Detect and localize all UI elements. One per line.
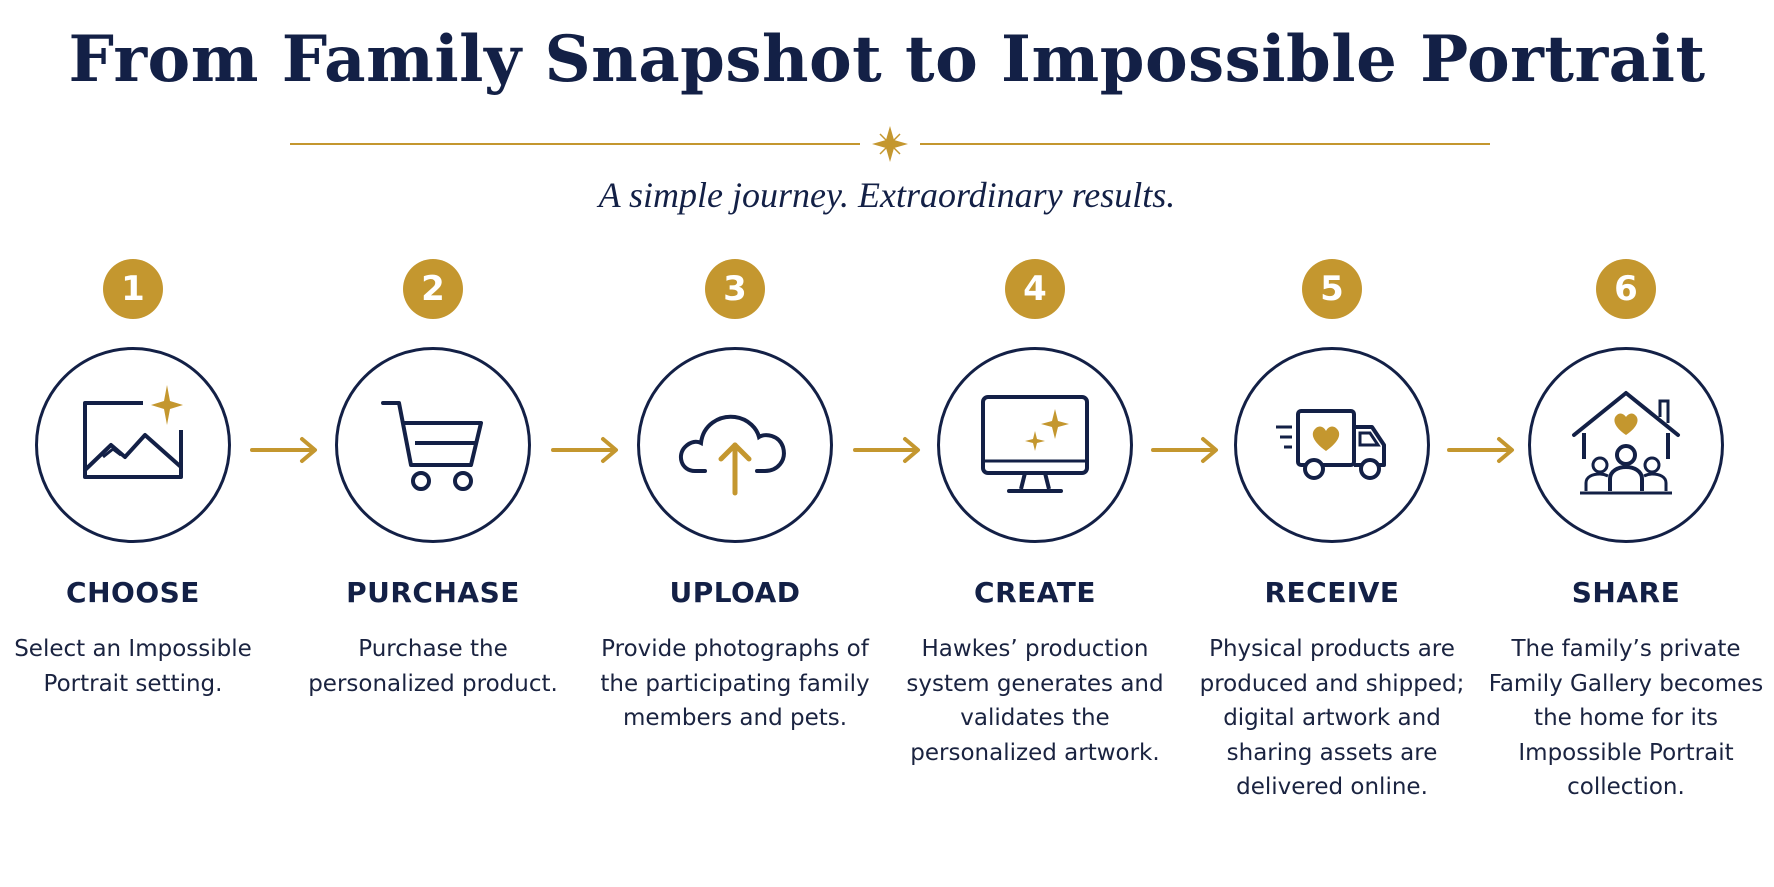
step-description: Provide photographs of the participating… (600, 636, 870, 731)
step-number-badge: 3 (705, 259, 765, 319)
step-title: SHARE (1571, 576, 1681, 609)
step-description: Hawkes’ production system generates and … (906, 636, 1164, 766)
step-title: UPLOAD (669, 576, 801, 609)
landscape-sparkle-icon (83, 385, 183, 479)
cloud-upload-icon (678, 414, 786, 496)
step-icon-circle (1528, 347, 1724, 543)
arrow-right-icon (551, 437, 618, 463)
step-number-badge: 6 (1596, 259, 1656, 319)
step-create: 4 CREATE Hawkes’ production system gener… (885, 0, 1185, 887)
arrow-right-icon (250, 437, 317, 463)
step-purchase: 2 PURCHASE Purchase the personalized pro… (283, 0, 583, 887)
step-description: The family’s private Family Gallery beco… (1488, 636, 1764, 800)
arrow-right-icon (1151, 437, 1218, 463)
step-number-badge: 1 (103, 259, 163, 319)
step-icon-circle (1234, 347, 1430, 543)
subtitle: A simple journey. Extraordinary results. (598, 175, 1176, 215)
star-divider-icon (290, 126, 1490, 162)
step-number-badge: 2 (403, 259, 463, 319)
page-title: From Family Snapshot to Impossible Portr… (68, 22, 1706, 97)
step-icon-circle (35, 347, 231, 543)
step-receive: 5 RECEIVE Physical products are produced… (1182, 0, 1482, 887)
step-upload: 3 UPLOAD Provide photographs of the part… (585, 0, 885, 887)
arrow-right-icon (853, 437, 920, 463)
arrow-right-icon (1447, 437, 1514, 463)
step-title: PURCHASE (346, 576, 520, 609)
monitor-sparkle-icon (981, 395, 1089, 493)
step-icon-circle (937, 347, 1133, 543)
step-number-badge: 4 (1005, 259, 1065, 319)
step-icon-circle (335, 347, 531, 543)
step-share: 6 SHARE The family’s private Family Gall… (1476, 0, 1774, 887)
delivery-truck-icon (1276, 409, 1386, 480)
step-number-badge: 5 (1302, 259, 1362, 319)
step-choose: 1 CHOOSE Select an Impossible Portrait s… (0, 0, 283, 887)
step-title: CREATE (974, 576, 1096, 609)
shopping-cart-icon (381, 401, 483, 491)
step-title: CHOOSE (66, 576, 200, 609)
step-title: RECEIVE (1264, 576, 1400, 609)
step-icon-circle (637, 347, 833, 543)
step-description: Select an Impossible Portrait setting. (14, 636, 252, 697)
family-home-icon (1572, 391, 1680, 495)
step-description: Physical products are produced and shipp… (1199, 636, 1465, 800)
step-description: Purchase the personalized product. (308, 636, 558, 697)
